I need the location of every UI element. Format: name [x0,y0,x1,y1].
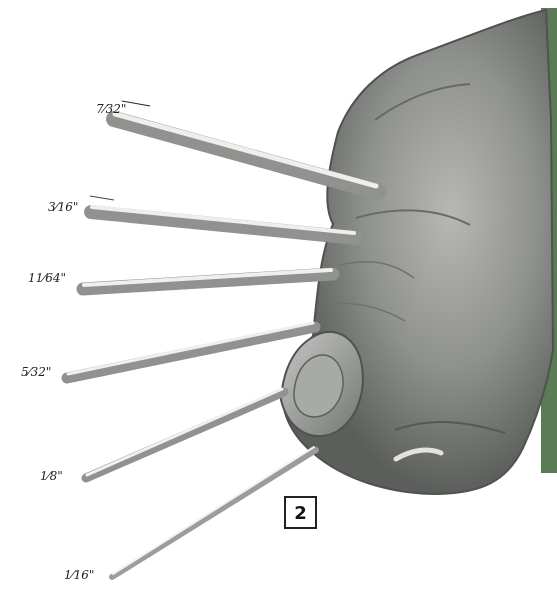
figure-number: 2 [294,503,307,524]
label-5-32: 5⁄32" [21,365,51,379]
rod-3-16 [91,212,356,238]
rod-5-32 [67,327,315,378]
rod-5-32-highlight [68,323,313,374]
label-3-16: 3⁄16" [48,200,78,214]
label-pointer-3-16 [90,196,114,200]
label-1-16: 1⁄16" [64,568,94,582]
label-7-32: 7⁄32" [96,102,126,116]
rod-1-16-highlight [113,447,314,574]
rod-1-8-highlight [87,389,282,475]
rod-1-8 [86,392,284,478]
label-1-8: 1⁄8" [40,469,63,483]
label-11-64: 11⁄64" [28,271,66,285]
